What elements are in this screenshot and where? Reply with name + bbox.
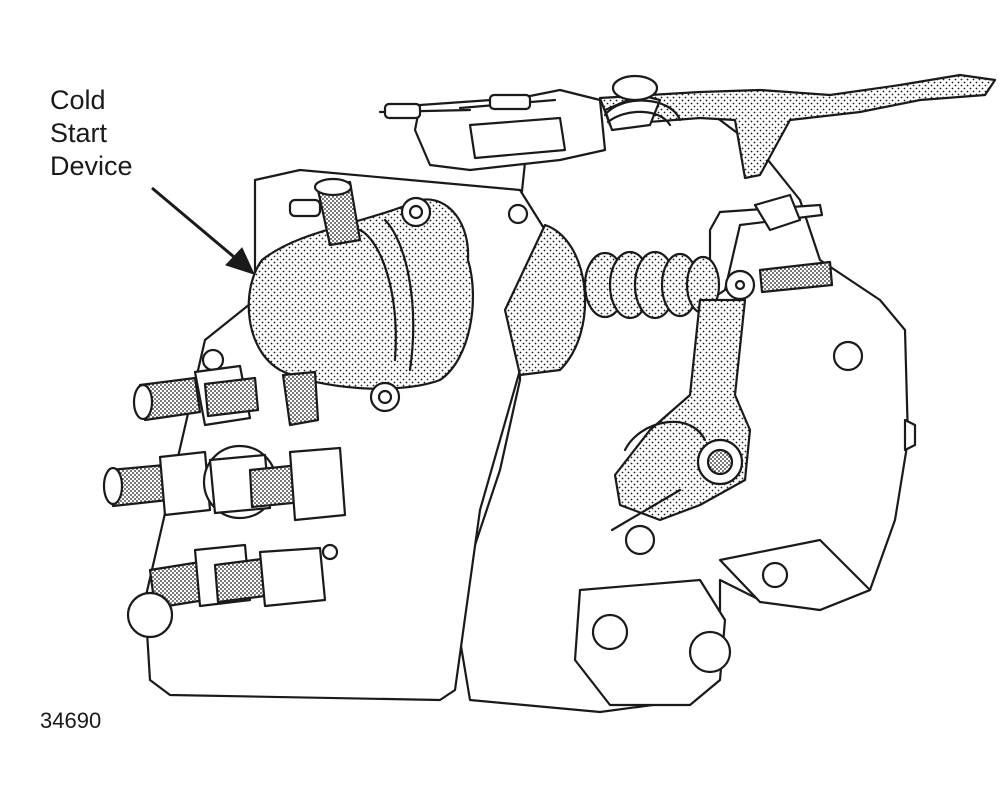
- cold-start-device: [247, 198, 475, 390]
- label-line-3: Device: [50, 151, 133, 181]
- base-casting: [573, 578, 727, 707]
- label-line-1: Cold: [50, 85, 106, 115]
- cold-start-device-label: Cold Start Device: [50, 84, 133, 183]
- callout-arrow: [151, 186, 255, 275]
- throttle-lever: [598, 73, 997, 180]
- label-line-2: Start: [50, 118, 108, 148]
- right-fitting: [758, 260, 834, 294]
- diaphragm-cover: [503, 223, 587, 377]
- fuel-line-fittings: [102, 364, 347, 639]
- coolant-outlet-tube: [281, 370, 320, 427]
- figure-number: 34690: [40, 708, 102, 733]
- lever-nut: [611, 74, 659, 102]
- bellows: [583, 250, 721, 320]
